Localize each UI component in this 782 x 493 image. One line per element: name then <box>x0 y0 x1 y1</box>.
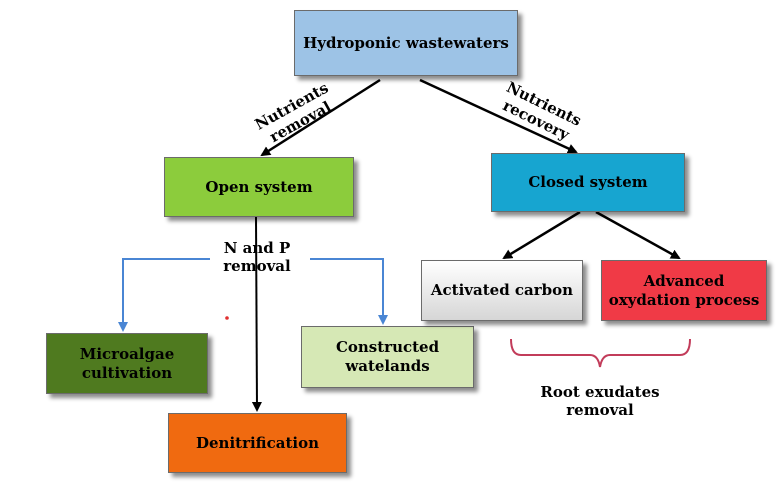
advanced-oxydation-label: Advanced oxydation process <box>609 272 760 310</box>
open-system-label: Open system <box>205 177 313 196</box>
arrow-root-to-closed <box>419 78 578 154</box>
np-removal-label: N and P removal <box>207 239 307 275</box>
constructed-watelands-label: Constructed watelands <box>336 338 439 376</box>
advanced-line2: oxydation process <box>608 290 760 309</box>
microalgae-line2: cultivation <box>81 363 173 382</box>
arrow-to-constructed <box>310 258 388 325</box>
root-exudates-removal-label: Root exudates removal <box>520 383 680 419</box>
root-exudates-line2: removal <box>566 401 634 419</box>
advanced-oxydation-box: Advanced oxydation process <box>601 260 767 321</box>
arrow-closed-to-activated <box>502 210 581 260</box>
microalgae-cultivation-box: Microalgae cultivation <box>46 333 208 394</box>
constructed-line1: Constructed <box>335 338 440 356</box>
arrow-closed-to-advanced <box>595 210 681 260</box>
denitrification-label: Denitrification <box>196 433 319 452</box>
closed-system-label: Closed system <box>528 173 648 191</box>
open-system-box: Open system <box>164 157 354 217</box>
closed-system-box: Closed system <box>491 153 685 212</box>
arrow-open-to-denitrification <box>251 216 262 412</box>
np-removal-line2: removal <box>223 257 291 275</box>
activated-carbon-label: Activated carbon <box>430 281 574 299</box>
denitrification-box: Denitrification <box>168 413 347 473</box>
advanced-line1: Advanced <box>643 271 725 290</box>
arrow-root-to-open <box>260 78 381 157</box>
constructed-watelands-box: Constructed watelands <box>301 326 474 388</box>
microalgae-line1: Microalgae <box>79 344 175 363</box>
root-exudates-brace <box>510 338 691 368</box>
hydroponic-wastewaters-box: Hydroponic wastewaters <box>294 10 518 76</box>
stray-dot <box>225 316 229 320</box>
microalgae-cultivation-label: Microalgae cultivation <box>80 345 175 383</box>
np-removal-line1: N and P <box>223 239 291 257</box>
arrow-to-microalgae <box>118 258 210 332</box>
hydroponic-wastewaters-label: Hydroponic wastewaters <box>303 33 509 52</box>
constructed-line2: watelands <box>345 357 430 375</box>
activated-carbon-box: Activated carbon <box>421 260 583 321</box>
root-exudates-line1: Root exudates <box>540 383 660 401</box>
